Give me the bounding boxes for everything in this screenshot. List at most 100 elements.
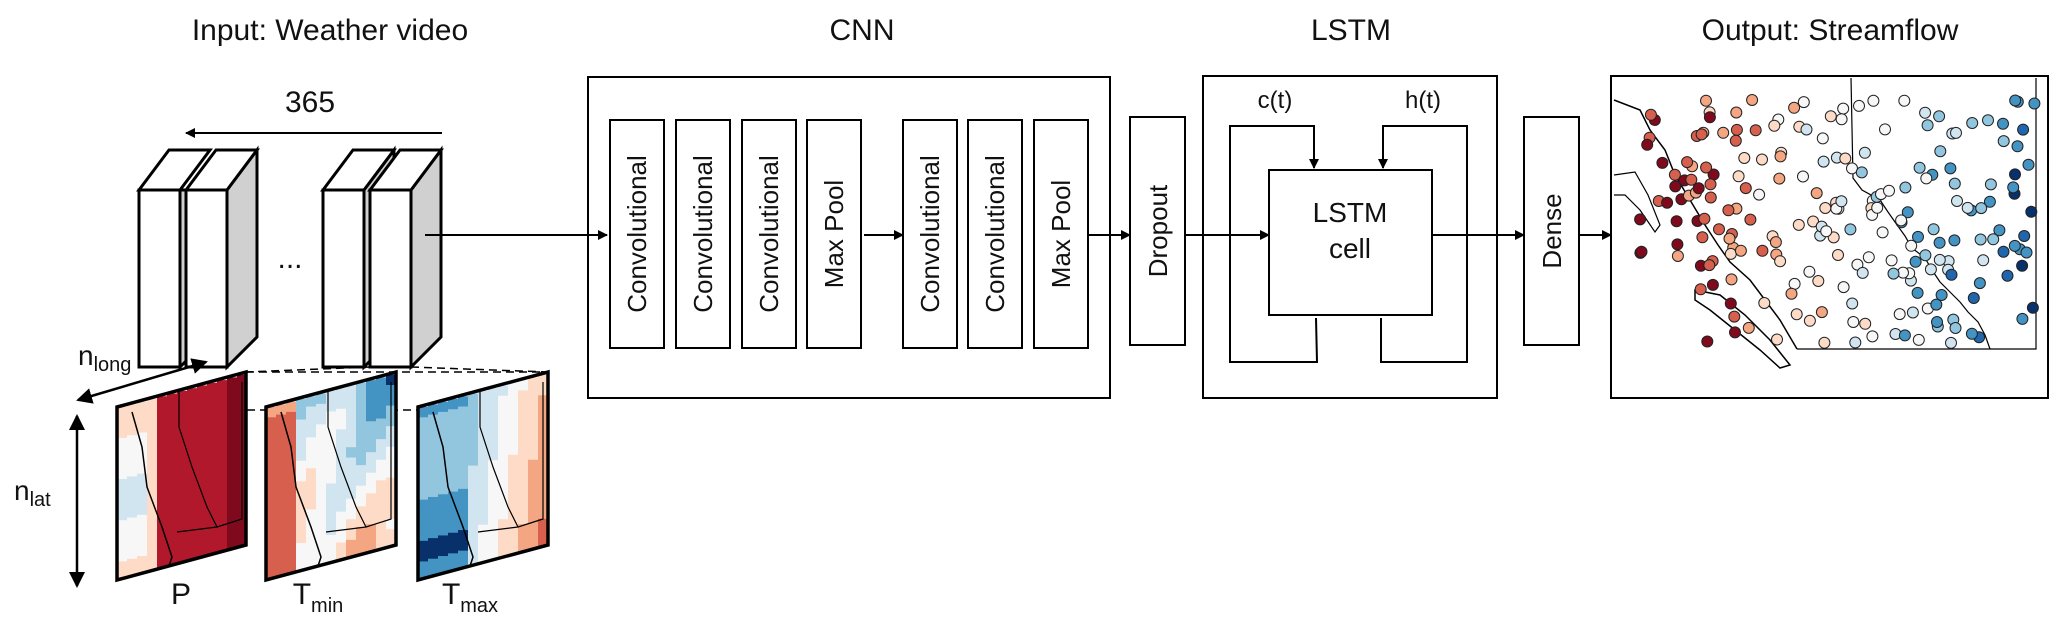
- heatmap-cell: [316, 424, 327, 436]
- station-point: [1790, 308, 1803, 321]
- cnn-layer-label: Convolutional: [980, 155, 1010, 313]
- heatmap-cell: [127, 414, 138, 426]
- station-point: [1899, 181, 1912, 194]
- heatmap-cell: [458, 396, 469, 408]
- station-point: [1944, 162, 1957, 175]
- heatmap-cell: [147, 512, 158, 524]
- heatmap-cell: [326, 534, 337, 546]
- heatmap-cell: [117, 571, 128, 580]
- heatmap-cell: [518, 472, 529, 484]
- heatmap-cell: [147, 553, 158, 565]
- heatmap-cell: [326, 473, 337, 485]
- heatmap-cell: [428, 424, 439, 436]
- heatmap-cell: [167, 455, 178, 467]
- heatmap-cell: [376, 459, 387, 471]
- heatmap-cell: [177, 534, 188, 546]
- heatmap-cell: [207, 382, 218, 394]
- station-point: [1671, 250, 1684, 262]
- heatmap-cell: [336, 429, 347, 441]
- heatmap-cell: [508, 434, 519, 446]
- heatmap-cell: [366, 534, 377, 546]
- heatmap-cell: [326, 483, 337, 495]
- heatmap-cell: [366, 462, 377, 474]
- station-point: [1855, 166, 1868, 179]
- heatmap-cell: [336, 532, 347, 544]
- heatmap-cell: [197, 478, 208, 490]
- heatmap-cell: [458, 509, 469, 521]
- heatmap-cell: [508, 465, 519, 477]
- station-point: [1934, 145, 1947, 158]
- heatmap-cell: [478, 504, 489, 515]
- heatmap-cell: [276, 404, 287, 416]
- heatmap-cell: [326, 401, 337, 413]
- heatmap-cell: [366, 503, 377, 515]
- station-point: [1893, 308, 1906, 321]
- heatmap-cell: [418, 540, 429, 552]
- station-point: [2022, 158, 2035, 171]
- heatmap-cell: [376, 418, 387, 430]
- station-point: [1967, 292, 1980, 304]
- heatmap-cell: [207, 413, 218, 425]
- heatmap-cell: [316, 393, 327, 405]
- heatmap-cell: [418, 509, 429, 521]
- heatmap-cell: [266, 530, 277, 542]
- heatmap-cell: [147, 491, 158, 503]
- station-point: [1912, 230, 1924, 243]
- station-point: [1803, 314, 1816, 327]
- station-point: [1983, 195, 1996, 208]
- heatmap-cell: [508, 393, 519, 404]
- station-point: [1722, 204, 1735, 217]
- heatmap-cell: [137, 514, 148, 526]
- station-point: [1768, 119, 1781, 132]
- station-point: [2009, 94, 2022, 107]
- station-point: [1704, 191, 1717, 204]
- heatmap-cell: [528, 480, 539, 492]
- station-point: [1906, 306, 1919, 319]
- station-point: [1703, 111, 1716, 124]
- heatmap-cell: [458, 437, 469, 449]
- svg-text:Dense: Dense: [1537, 193, 1567, 268]
- station-point: [1698, 212, 1711, 225]
- heatmap-cell: [468, 527, 479, 539]
- heatmap-cell: [207, 516, 218, 528]
- heatmap-cell: [508, 537, 519, 549]
- heatmap-cell: [366, 513, 377, 525]
- heatmap-cell: [336, 542, 347, 554]
- heatmap-cell: [296, 543, 307, 554]
- svg-text:LSTM: LSTM: [1313, 197, 1388, 228]
- station-point: [1797, 170, 1809, 183]
- heatmap-cell: [448, 481, 459, 493]
- heatmap-cell: [418, 551, 429, 563]
- heatmap-cell: [518, 410, 529, 422]
- heatmap-cell: [187, 532, 198, 544]
- heatmap-cell: [197, 498, 208, 510]
- heatmap-cell: [468, 486, 479, 498]
- heatmap-cell: [217, 390, 228, 402]
- heatmap-cell: [316, 537, 327, 549]
- output-title: Output: Streamflow: [1702, 14, 1959, 47]
- heatmap-cell: [346, 395, 357, 407]
- heatmap-cell: [346, 426, 357, 438]
- station-point: [1661, 196, 1674, 209]
- heatmap-cell: [326, 545, 337, 557]
- station-point: [1973, 277, 1986, 290]
- heatmap-cell: [376, 449, 387, 461]
- heatmap-cell: [336, 521, 347, 533]
- station-point: [1948, 234, 1961, 247]
- station-point: [1694, 283, 1707, 296]
- station-point: [1700, 161, 1713, 174]
- heatmap-cell: [356, 465, 367, 477]
- heatmap-cell: [366, 400, 377, 412]
- station-point: [1816, 132, 1829, 145]
- station-point: [1885, 254, 1898, 267]
- heatmap-cell: [366, 380, 377, 391]
- heatmap-cell: [296, 491, 307, 503]
- heatmap-cell: [326, 390, 337, 402]
- heatmap-cell: [488, 388, 499, 400]
- heatmap-cell: [468, 537, 479, 549]
- station-point: [2001, 269, 2014, 282]
- station-point: [1844, 223, 1857, 236]
- heatmap-cell: [518, 390, 529, 402]
- heatmap-cell: [296, 409, 307, 421]
- frame: [367, 145, 444, 371]
